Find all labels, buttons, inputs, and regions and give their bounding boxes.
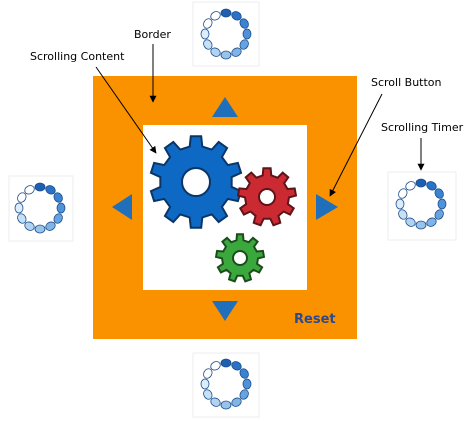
spinner-dot: [398, 209, 408, 220]
callout-scroll-button: [329, 93, 383, 197]
spinner-dot: [45, 221, 56, 231]
spinner-dot: [200, 28, 210, 40]
gears-group: [149, 135, 298, 283]
spinner-dot: [415, 178, 427, 188]
spinner-dot: [231, 397, 242, 407]
spinner-dot: [415, 220, 427, 230]
spinner-dot: [239, 39, 249, 50]
spinner-dot: [242, 378, 252, 390]
spinner-dot: [210, 11, 221, 21]
spinner-dot: [395, 198, 405, 210]
spinner-dot: [231, 11, 242, 21]
spinner-dot: [231, 47, 242, 57]
spinner-dot: [398, 188, 408, 199]
spinner-dot: [56, 202, 66, 214]
label-scrolling-content: Scrolling Content: [30, 50, 125, 63]
spinner-dot: [239, 368, 249, 379]
label-scroll-button: Scroll Button: [371, 76, 442, 89]
spinner-dot: [24, 221, 35, 231]
spinner-dot: [200, 378, 210, 390]
spinner-dot: [203, 389, 213, 400]
spinner-dot: [17, 213, 27, 224]
gear-green-icon: [214, 233, 266, 283]
spinner-dot: [426, 217, 437, 227]
spinner-icon: [395, 178, 447, 230]
spinner-dot: [437, 198, 447, 210]
spinner-dot: [242, 28, 252, 40]
spinner-dot: [220, 400, 232, 410]
label-scrolling-timer: Scrolling Timer: [381, 121, 464, 134]
spinner-dot: [426, 181, 437, 191]
spinner-dot: [434, 188, 444, 199]
spinner-dot: [53, 213, 63, 224]
scroll-right-button[interactable]: [316, 194, 338, 220]
spinner-icon: [200, 8, 252, 60]
spinner-dot: [239, 389, 249, 400]
label-border: Border: [134, 28, 171, 41]
spinner-dot: [231, 361, 242, 371]
spinner-dot: [210, 397, 221, 407]
gear-red-icon: [236, 167, 298, 227]
spinner-dot: [203, 18, 213, 29]
spinner-dot: [53, 192, 63, 203]
spinner-dot: [34, 182, 46, 192]
spinner-dot: [203, 368, 213, 379]
timer-bottom: [192, 352, 260, 418]
gear-blue-icon: [149, 135, 243, 229]
spinner-dot: [405, 181, 416, 191]
spinner-icon: [200, 358, 252, 410]
spinner-icon: [14, 182, 66, 234]
scroll-down-button[interactable]: [212, 301, 238, 321]
reset-button[interactable]: Reset: [294, 312, 336, 327]
spinner-dot: [17, 192, 27, 203]
spinner-dot: [220, 8, 232, 18]
spinner-dot: [24, 185, 35, 195]
spinner-dot: [239, 18, 249, 29]
timer-left: [8, 175, 74, 242]
spinner-dot: [210, 361, 221, 371]
timer-top: [192, 1, 260, 67]
timer-right: [387, 171, 457, 241]
spinner-dot: [203, 39, 213, 50]
spinner-dot: [14, 202, 24, 214]
spinner-dot: [210, 47, 221, 57]
scroll-up-button[interactable]: [212, 97, 238, 117]
spinner-dot: [434, 209, 444, 220]
callout-scrolling-content: [95, 66, 157, 154]
spinner-dot: [34, 224, 46, 234]
spinner-dot: [220, 50, 232, 60]
spinner-dot: [45, 185, 56, 195]
scroll-left-button[interactable]: [112, 194, 132, 220]
spinner-dot: [405, 217, 416, 227]
spinner-dot: [220, 358, 232, 368]
